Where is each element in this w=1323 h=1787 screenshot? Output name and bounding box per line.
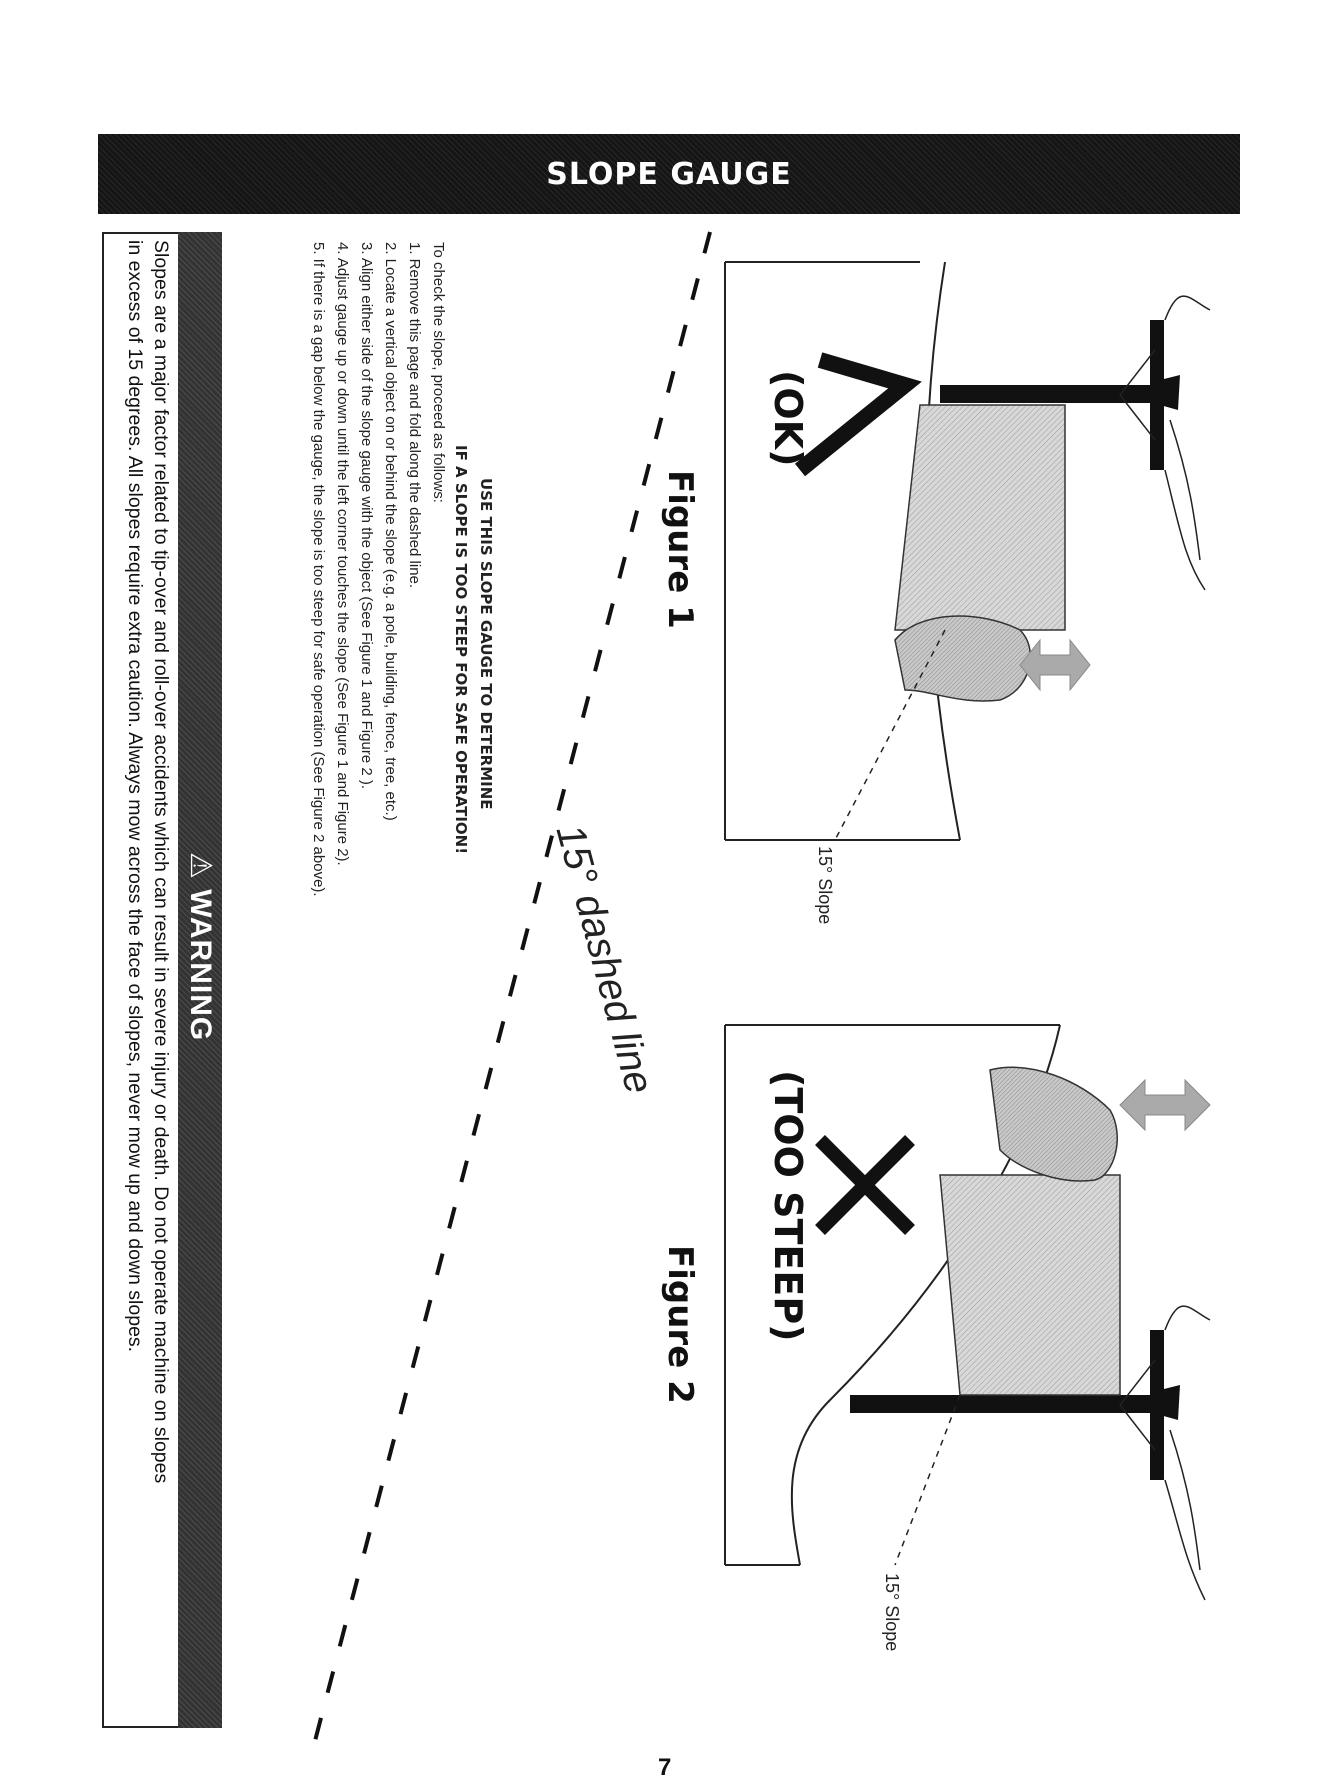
figure-1-label: Figure 1 <box>660 470 700 629</box>
warning-header-strip <box>178 232 222 1728</box>
figure-1-slope-label: 15° Slope <box>815 846 835 925</box>
instructions-step: 3. Align either side of the slope gauge … <box>358 242 375 790</box>
figure-2-status: (TOO STEEP) <box>766 1070 810 1342</box>
header-banner: SLOPE GAUGE <box>98 134 1240 214</box>
warning-text-line-1: Slopes are a major factor related to tip… <box>150 240 172 1484</box>
figure-2-label: Figure 2 <box>660 1245 700 1404</box>
figure-2-slope-label: 15° Slope <box>882 1573 902 1652</box>
instructions-step: 1. Remove this page and fold along the d… <box>406 242 423 589</box>
instructions-headline-2: IF A SLOPE IS TOO STEEP FOR SAFE OPERATI… <box>452 445 470 855</box>
warning-title: ⚠ WARNING <box>184 852 217 1042</box>
instructions-step: 2. Locate a vertical object on or behind… <box>382 242 399 821</box>
figure-1-status: (OK) <box>766 370 810 467</box>
instructions-step: 4. Adjust gauge up or down until the lef… <box>334 242 351 866</box>
instructions-step: 5. If there is a gap below the gauge, th… <box>310 242 327 897</box>
page-title: SLOPE GAUGE <box>546 156 792 192</box>
warning-triangle-icon: ⚠ <box>184 852 217 890</box>
warning-text-line-2: in excess of 15 degrees. All slopes requ… <box>124 240 146 1353</box>
instructions-headline-1: USE THIS SLOPE GAUGE TO DETERMINE <box>477 478 495 810</box>
figure-1-drawing <box>724 261 1211 841</box>
instructions-intro: To check the slope, proceed as follows: <box>430 242 447 503</box>
figure-2-drawing <box>724 1024 1211 1601</box>
page-number: 7 <box>658 1754 672 1781</box>
fold-dashed-line <box>308 231 712 1761</box>
